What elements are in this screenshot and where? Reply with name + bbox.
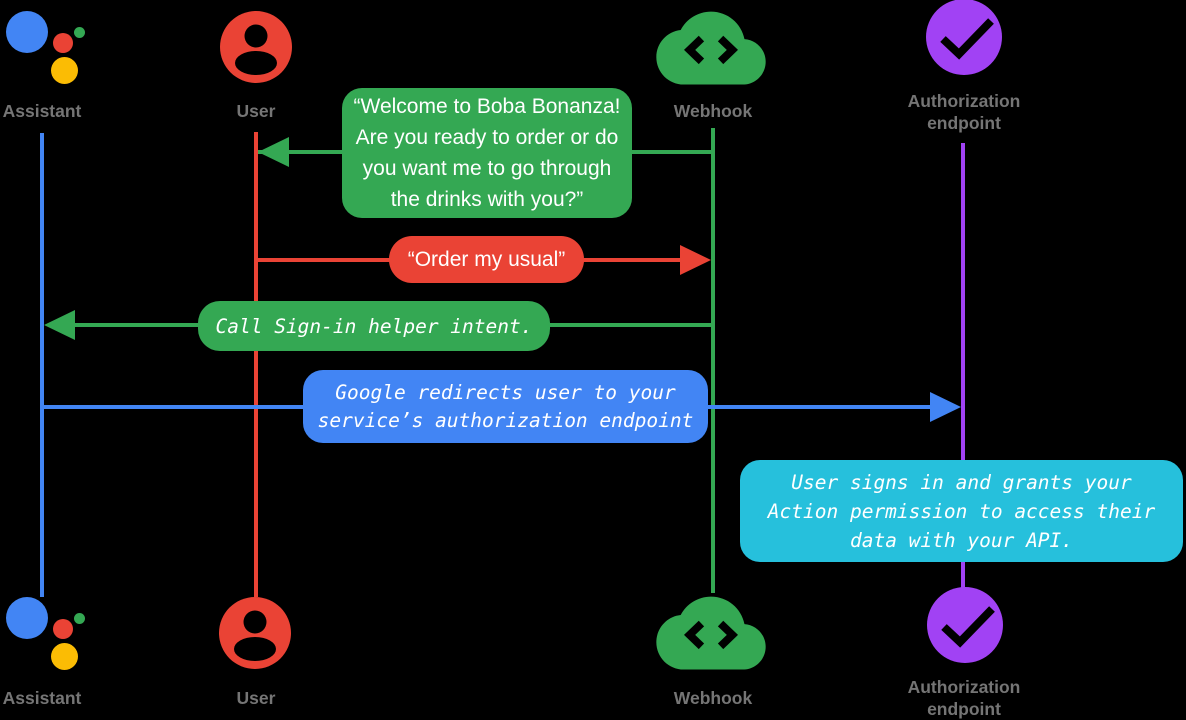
authorization-label-line2: endpoint [927, 113, 1001, 133]
webhook-lifeline [711, 128, 715, 593]
signin-note-box: User signs in and grants your Action per… [740, 460, 1183, 562]
authorization-label-line1: Authorization [907, 677, 1021, 697]
assistant-label-top: Assistant [2, 101, 82, 121]
authorization-label-top: Authorization endpoint [889, 90, 1039, 134]
signin-arrowhead-left-icon [44, 310, 75, 340]
order-message-bubble: “Order my usual” [389, 236, 584, 283]
assistant-blue-dot [6, 11, 48, 53]
welcome-message-bubble: “Welcome to Boba Bonanza! Are you ready … [342, 88, 632, 218]
note-line: data with your API. [849, 528, 1074, 552]
google-assistant-icon-bottom [0, 586, 90, 674]
authorization-label-line2: endpoint [927, 699, 1001, 719]
order-arrowhead-right-icon [680, 245, 711, 275]
authorization-label-line1: Authorization [907, 91, 1021, 111]
welcome-arrowhead-left-icon [258, 137, 289, 167]
signin-text: Call Sign-in helper intent. [215, 314, 533, 338]
authorization-label-bottom: Authorization endpoint [889, 676, 1039, 720]
welcome-line: the drinks with you?” [390, 188, 584, 211]
assistant-yellow-dot [51, 57, 78, 84]
assistant-blue-dot [6, 597, 48, 639]
welcome-line: “Welcome to Boba Bonanza! [353, 95, 621, 118]
user-label-bottom: User [236, 688, 276, 708]
welcome-line: you want me to go through [362, 157, 612, 180]
webhook-label-bottom: Webhook [673, 688, 753, 708]
webhook-label-top: Webhook [673, 101, 753, 121]
assistant-lifeline [40, 133, 44, 597]
assistant-yellow-dot [51, 643, 78, 670]
welcome-line: Are you ready to order or do [355, 126, 619, 149]
redirect-line: Google redirects user to your [335, 380, 676, 404]
user-person-icon [220, 11, 292, 88]
authorization-check-icon [926, 0, 1002, 80]
signin-message-bubble: Call Sign-in helper intent. [198, 301, 550, 351]
authorization-endpoint-lifeline [961, 143, 965, 589]
webhook-cloud-code-icon-bottom [656, 593, 766, 680]
assistant-label-bottom: Assistant [2, 688, 82, 708]
assistant-green-dot [74, 27, 85, 38]
redirect-line: service’s authorization endpoint [317, 408, 694, 432]
user-label-top: User [236, 101, 276, 121]
order-text: “Order my usual” [407, 248, 566, 271]
assistant-red-dot [53, 619, 73, 639]
redirect-message-bubble: Google redirects user to your service’s … [303, 370, 708, 443]
webhook-cloud-code-icon [656, 8, 766, 95]
user-lifeline [254, 132, 258, 597]
redirect-arrowhead-right-icon [930, 392, 961, 422]
assistant-red-dot [53, 33, 73, 53]
user-person-icon-bottom [219, 597, 291, 674]
google-assistant-icon [0, 0, 90, 88]
note-line: User signs in and grants your [791, 470, 1132, 494]
assistant-green-dot [74, 613, 85, 624]
authorization-check-icon-bottom [927, 587, 1003, 668]
note-line: Action permission to access their [767, 499, 1156, 523]
